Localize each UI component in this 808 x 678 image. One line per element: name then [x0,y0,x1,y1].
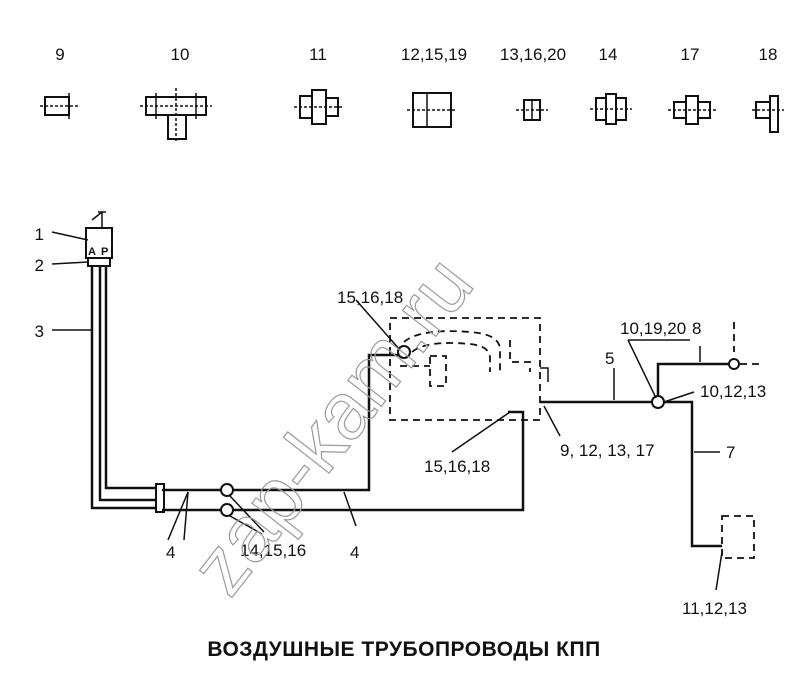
part-10-label: 10 [171,45,190,64]
valve-port-p: P [101,246,108,258]
part-17: 17 [668,45,716,125]
diagram-title: ВОЗДУШНЫЕ ТРУБОПРОВОДЫ КПП [207,638,600,661]
part-14-label: 14 [599,45,618,64]
callout-4-left: 4 [166,543,175,562]
callout-1: 1 [35,225,44,244]
watermark: zap-kam.ru [173,240,489,610]
part-18-label: 18 [759,45,778,64]
pipe-4 [162,353,525,517]
part-17-label: 17 [681,45,700,64]
pipe-3 [90,266,165,513]
part-13-16-20: 13,16,20 [500,45,566,121]
valve-port-a: A [88,246,96,258]
pipe-8 [656,322,760,396]
part-18: 18 [752,45,784,133]
part-11: 11 [294,45,344,125]
callout-9-12-13-17: 9, 12, 13, 17 [560,441,655,460]
pipe-7 [664,400,755,559]
part-10: 10 [140,45,212,142]
part-13-16-20-label: 13,16,20 [500,45,566,64]
part-12-15-19: 12,15,19 [401,45,467,128]
pipe-5 [540,395,665,409]
part-11-label: 11 [309,45,327,64]
callout-10-12-13: 10,12,13 [700,382,766,401]
callout-10-19-20: 10,19,20 [620,319,686,338]
callout-8: 8 [692,319,701,338]
part-9-label: 9 [55,45,64,64]
part-14: 14 [590,45,632,125]
leader-lines [51,231,723,591]
callout-3: 3 [35,322,44,341]
callout-14-15-16: 14,15,16 [240,541,306,560]
callout-2: 2 [35,256,44,275]
part-9: 9 [40,45,78,119]
callout-5: 5 [605,349,614,368]
callout-4-right: 4 [350,543,359,562]
callout-11-12-13: 11,12,13 [682,599,747,618]
callout-15-16-18-mid: 15,16,18 [424,457,490,476]
gearbox-outline [389,317,549,421]
part-12-15-19-label: 12,15,19 [401,45,467,64]
valve-1: A P [85,211,113,267]
callout-15-16-18-top: 15,16,18 [337,288,403,307]
callout-7: 7 [726,443,735,462]
